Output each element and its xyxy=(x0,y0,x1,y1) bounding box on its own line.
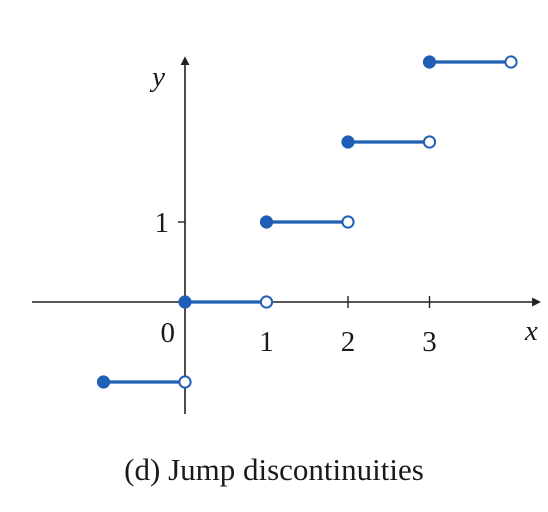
open-endpoint xyxy=(504,55,518,69)
open-endpoint xyxy=(259,295,274,309)
closed-endpoint xyxy=(96,375,111,389)
y-tick-label: 1 xyxy=(155,207,170,239)
closed-endpoint xyxy=(422,55,437,69)
axis-labels: y x 0 xyxy=(149,61,538,349)
x-axis-label: x xyxy=(524,315,538,347)
x-tick-label: 1 xyxy=(259,326,274,358)
axes xyxy=(32,56,542,414)
figure-caption: (d) Jump discontinuities xyxy=(124,452,424,487)
x-tick-label: 3 xyxy=(422,326,437,358)
origin-label: 0 xyxy=(161,317,176,349)
step-segments xyxy=(96,55,518,389)
y-axis-label: y xyxy=(149,61,165,93)
open-endpoint xyxy=(178,375,192,389)
open-endpoint xyxy=(422,135,437,149)
x-tick-label: 2 xyxy=(341,326,356,358)
open-endpoint xyxy=(341,215,355,229)
closed-endpoint xyxy=(341,135,355,149)
closed-endpoint xyxy=(178,295,192,309)
ticks: 1 2 3 1 xyxy=(155,207,437,358)
closed-endpoint xyxy=(259,215,274,229)
jump-discontinuity-chart: 1 2 3 1 y x 0 xyxy=(32,55,542,414)
